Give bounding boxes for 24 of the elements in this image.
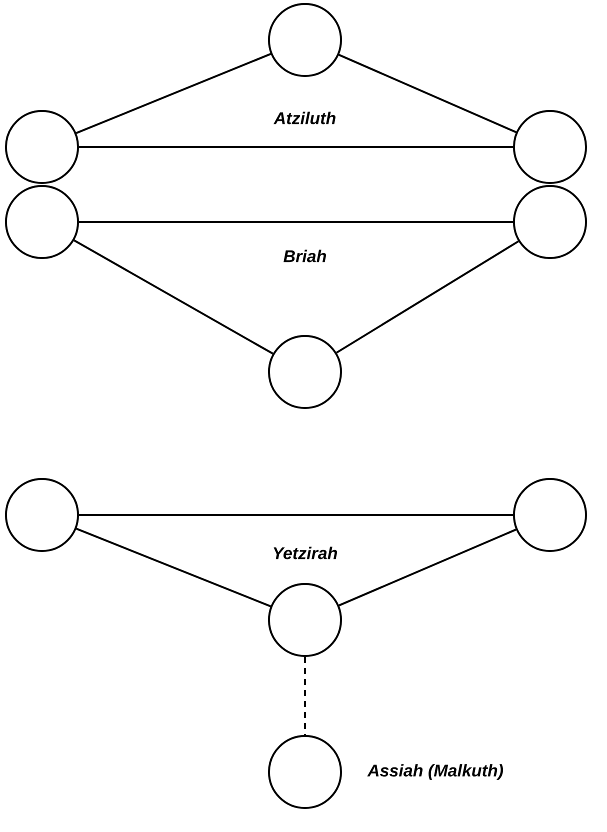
circle-shape [5,110,79,184]
connector-line [76,528,272,608]
connector-line [79,146,513,148]
level-label: Atziluth [274,112,336,124]
connector-line [76,53,272,134]
connector-line [74,239,274,355]
connector-line [338,528,516,606]
circle-shape [268,3,342,77]
node-caption: Assiah (Malkuth) [367,764,504,780]
circle-shape [268,335,342,409]
connector-line [338,54,516,134]
circle-shape [5,478,79,552]
level-label: Briah [284,250,326,262]
circle-shape [5,185,79,259]
circle-shape [513,185,587,259]
level-label: Yetzirah [274,546,338,560]
connector-line [79,514,513,516]
circle-shape [513,478,587,552]
connector-line [304,657,306,735]
circle-shape [268,583,342,657]
connector-line [336,240,519,354]
connector-line [79,221,513,223]
circle-shape [513,110,587,184]
circle-shape [268,735,342,809]
